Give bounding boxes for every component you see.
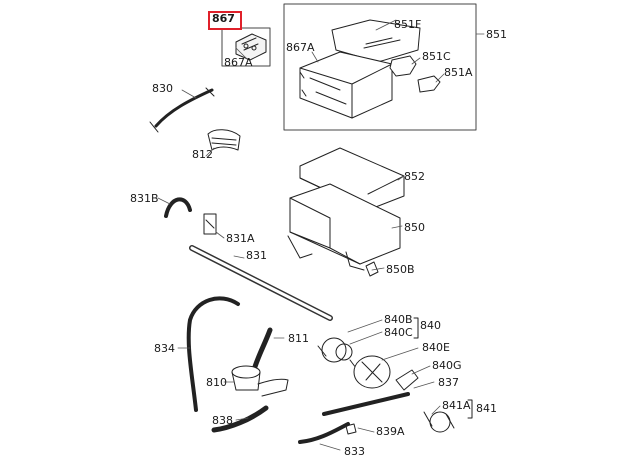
label-841[interactable]: 841	[476, 402, 497, 415]
label-840G[interactable]: 840G	[432, 359, 462, 372]
label-852[interactable]: 852	[404, 170, 425, 183]
label-838[interactable]: 838	[212, 414, 233, 427]
label-833[interactable]: 833	[344, 445, 365, 458]
label-867[interactable]: 867	[212, 12, 235, 25]
part-834-hose	[186, 296, 240, 412]
label-840B[interactable]: 840B	[384, 313, 413, 326]
label-830[interactable]: 830	[152, 82, 173, 95]
label-840[interactable]: 840	[420, 319, 441, 332]
part-811-hose	[251, 327, 273, 373]
label-831[interactable]: 831	[246, 249, 267, 262]
part-850B-clip	[365, 261, 379, 277]
bracket-840	[413, 317, 419, 339]
part-831B-elbow	[164, 197, 192, 218]
label-851C[interactable]: 851C	[422, 50, 451, 63]
part-840G-cap	[395, 369, 419, 391]
part-851F-lid	[331, 19, 421, 63]
part-831A-clamp	[203, 213, 217, 235]
part-867-control-board	[235, 33, 267, 61]
part-840E-filter	[353, 355, 391, 389]
label-839A[interactable]: 839A	[376, 425, 405, 438]
part-812-bellows	[207, 129, 241, 151]
label-851F[interactable]: 851F	[394, 18, 422, 31]
label-837[interactable]: 837	[438, 376, 459, 389]
part-851C-cap	[389, 55, 417, 77]
part-839A-clip	[345, 423, 357, 435]
highlight-box	[208, 11, 242, 30]
part-850-housing	[287, 183, 401, 271]
part-830-hose	[154, 88, 214, 128]
part-867-box	[221, 27, 271, 67]
bracket-841	[467, 399, 473, 419]
part-833-hose	[298, 422, 350, 444]
label-840C[interactable]: 840C	[384, 326, 413, 339]
label-831A[interactable]: 831A	[226, 232, 255, 245]
label-811[interactable]: 811	[288, 332, 309, 345]
label-867A-b[interactable]: 867A	[286, 41, 315, 54]
label-831B[interactable]: 831B	[130, 192, 159, 205]
part-840-pump	[317, 337, 357, 369]
label-867A[interactable]: 867A	[224, 56, 253, 69]
part-837-hose	[322, 392, 410, 416]
label-840E[interactable]: 840E	[422, 341, 450, 354]
part-810-sump	[231, 365, 289, 397]
label-851[interactable]: 851	[486, 28, 507, 41]
label-810[interactable]: 810	[206, 376, 227, 389]
part-851-drawer	[299, 51, 393, 119]
part-841-element	[423, 411, 455, 433]
label-812[interactable]: 812	[192, 148, 213, 161]
part-851A-cap	[417, 75, 441, 93]
label-834[interactable]: 834	[154, 342, 175, 355]
part-838-hose	[211, 405, 269, 433]
label-850B[interactable]: 850B	[386, 263, 415, 276]
label-841A[interactable]: 841A	[442, 399, 471, 412]
label-851A[interactable]: 851A	[444, 66, 473, 79]
part-851-box	[283, 3, 477, 131]
label-850[interactable]: 850	[404, 221, 425, 234]
